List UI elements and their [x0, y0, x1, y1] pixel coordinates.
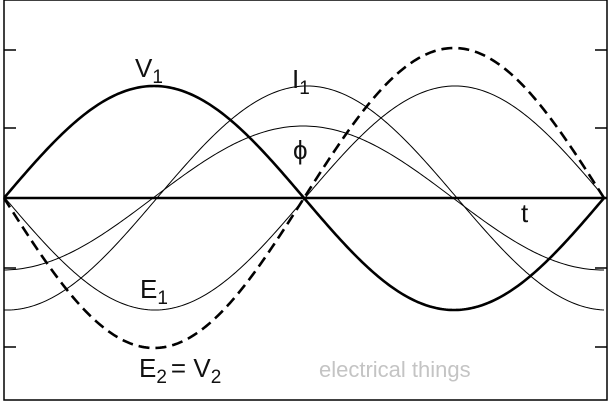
- right-ticks: [595, 49, 607, 348]
- v1-label: V1: [135, 53, 163, 88]
- i1-label: I1: [292, 64, 310, 99]
- v1-curve: [3, 84, 605, 312]
- left-ticks: [4, 49, 16, 348]
- phi-curve: [3, 125, 604, 271]
- phi-label: ϕ: [293, 135, 308, 165]
- t-axis-label: t: [521, 198, 529, 228]
- e2-v2-label: E2= V2: [139, 353, 221, 388]
- watermark: electrical things: [319, 357, 471, 382]
- i1-curve: [3, 85, 605, 311]
- e1-label: E1: [140, 274, 168, 309]
